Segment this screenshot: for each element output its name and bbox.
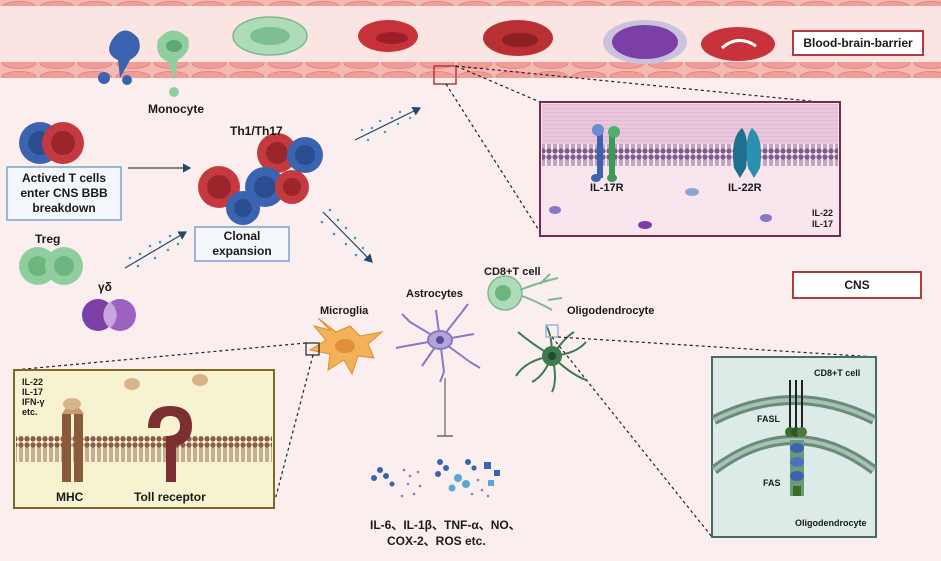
right-oligodendrocyte-label: Oligodendrocyte (795, 518, 867, 528)
monocyte-label: Monocyte (148, 102, 205, 116)
fasl-label: FASL (757, 414, 781, 424)
il22r-label: IL-22R (728, 182, 762, 194)
mediators-line-2: COX-2、ROS etc. (387, 534, 486, 548)
cns-label: CNS (844, 278, 870, 292)
mediator-particles (371, 459, 500, 498)
oligodendrocyte-label: Oligodendrocyte (567, 305, 655, 317)
mediators-line-1: IL-6、IL-1β、TNF-α、NO、 (370, 518, 521, 532)
gamma-delta-label: γδ (98, 280, 112, 294)
il17r-label: IL-17R (590, 182, 624, 194)
blood-vessel-lumen (0, 0, 941, 66)
th1-th17-label: Th1/Th17 (230, 124, 283, 138)
inset-cytokine-il17: IL-17 (812, 219, 834, 229)
cns-label-box: CNS (792, 271, 922, 299)
fas-label: FAS (763, 478, 781, 488)
receptor-inset-panel (539, 101, 841, 237)
treg-cells (19, 247, 83, 285)
cd8-t-cell-label: CD8+T cell (484, 266, 541, 278)
right-cd8-label: CD8+T cell (814, 368, 861, 378)
left-cytokine-etc: etc. (22, 407, 38, 417)
clonal-expansion-label: Clonal expansion (212, 229, 272, 258)
clonal-expansion-box: Clonal expansion (194, 226, 290, 262)
th1-th17-cluster (198, 133, 323, 225)
migration-arrows (124, 106, 422, 269)
activated-t-cell-pair (19, 122, 84, 164)
toll-receptor-label: Toll receptor (134, 490, 206, 504)
vessel-top-wall (0, 0, 941, 6)
activated-t-cells-box: Actived T cells enter CNS BBB breakdown (6, 166, 122, 221)
astrocytes-label: Astrocytes (406, 288, 463, 300)
microglia-label: Microglia (320, 305, 369, 317)
gamma-delta-cells (82, 299, 136, 331)
blood-cells (232, 16, 775, 64)
left-cytokine-il17: IL-17 (22, 387, 44, 397)
fas-inset-panel (711, 356, 877, 538)
treg-label: Treg (35, 232, 61, 246)
bbb-zoom-marker (433, 65, 457, 85)
inset-cytokine-il22: IL-22 (812, 208, 834, 218)
monocyte-cells (98, 30, 189, 97)
mhc-label: MHC (56, 490, 84, 504)
microglia-cell (308, 317, 384, 376)
cd8-t-cell (487, 273, 563, 311)
activated-t-cells-label: Actived T cells enter CNS BBB breakdown (20, 171, 108, 215)
astrocyte-cell (395, 303, 481, 383)
oligodendrocyte-cell (515, 325, 587, 393)
endothelial-layer (0, 62, 941, 78)
left-cytokine-ifn: IFN-γ (22, 397, 45, 407)
bbb-label-box: Blood-brain-barrier (792, 30, 924, 56)
left-cytokine-il22: IL-22 (22, 377, 44, 387)
microglia-inset-panel (13, 369, 275, 509)
bbb-label: Blood-brain-barrier (803, 36, 913, 50)
